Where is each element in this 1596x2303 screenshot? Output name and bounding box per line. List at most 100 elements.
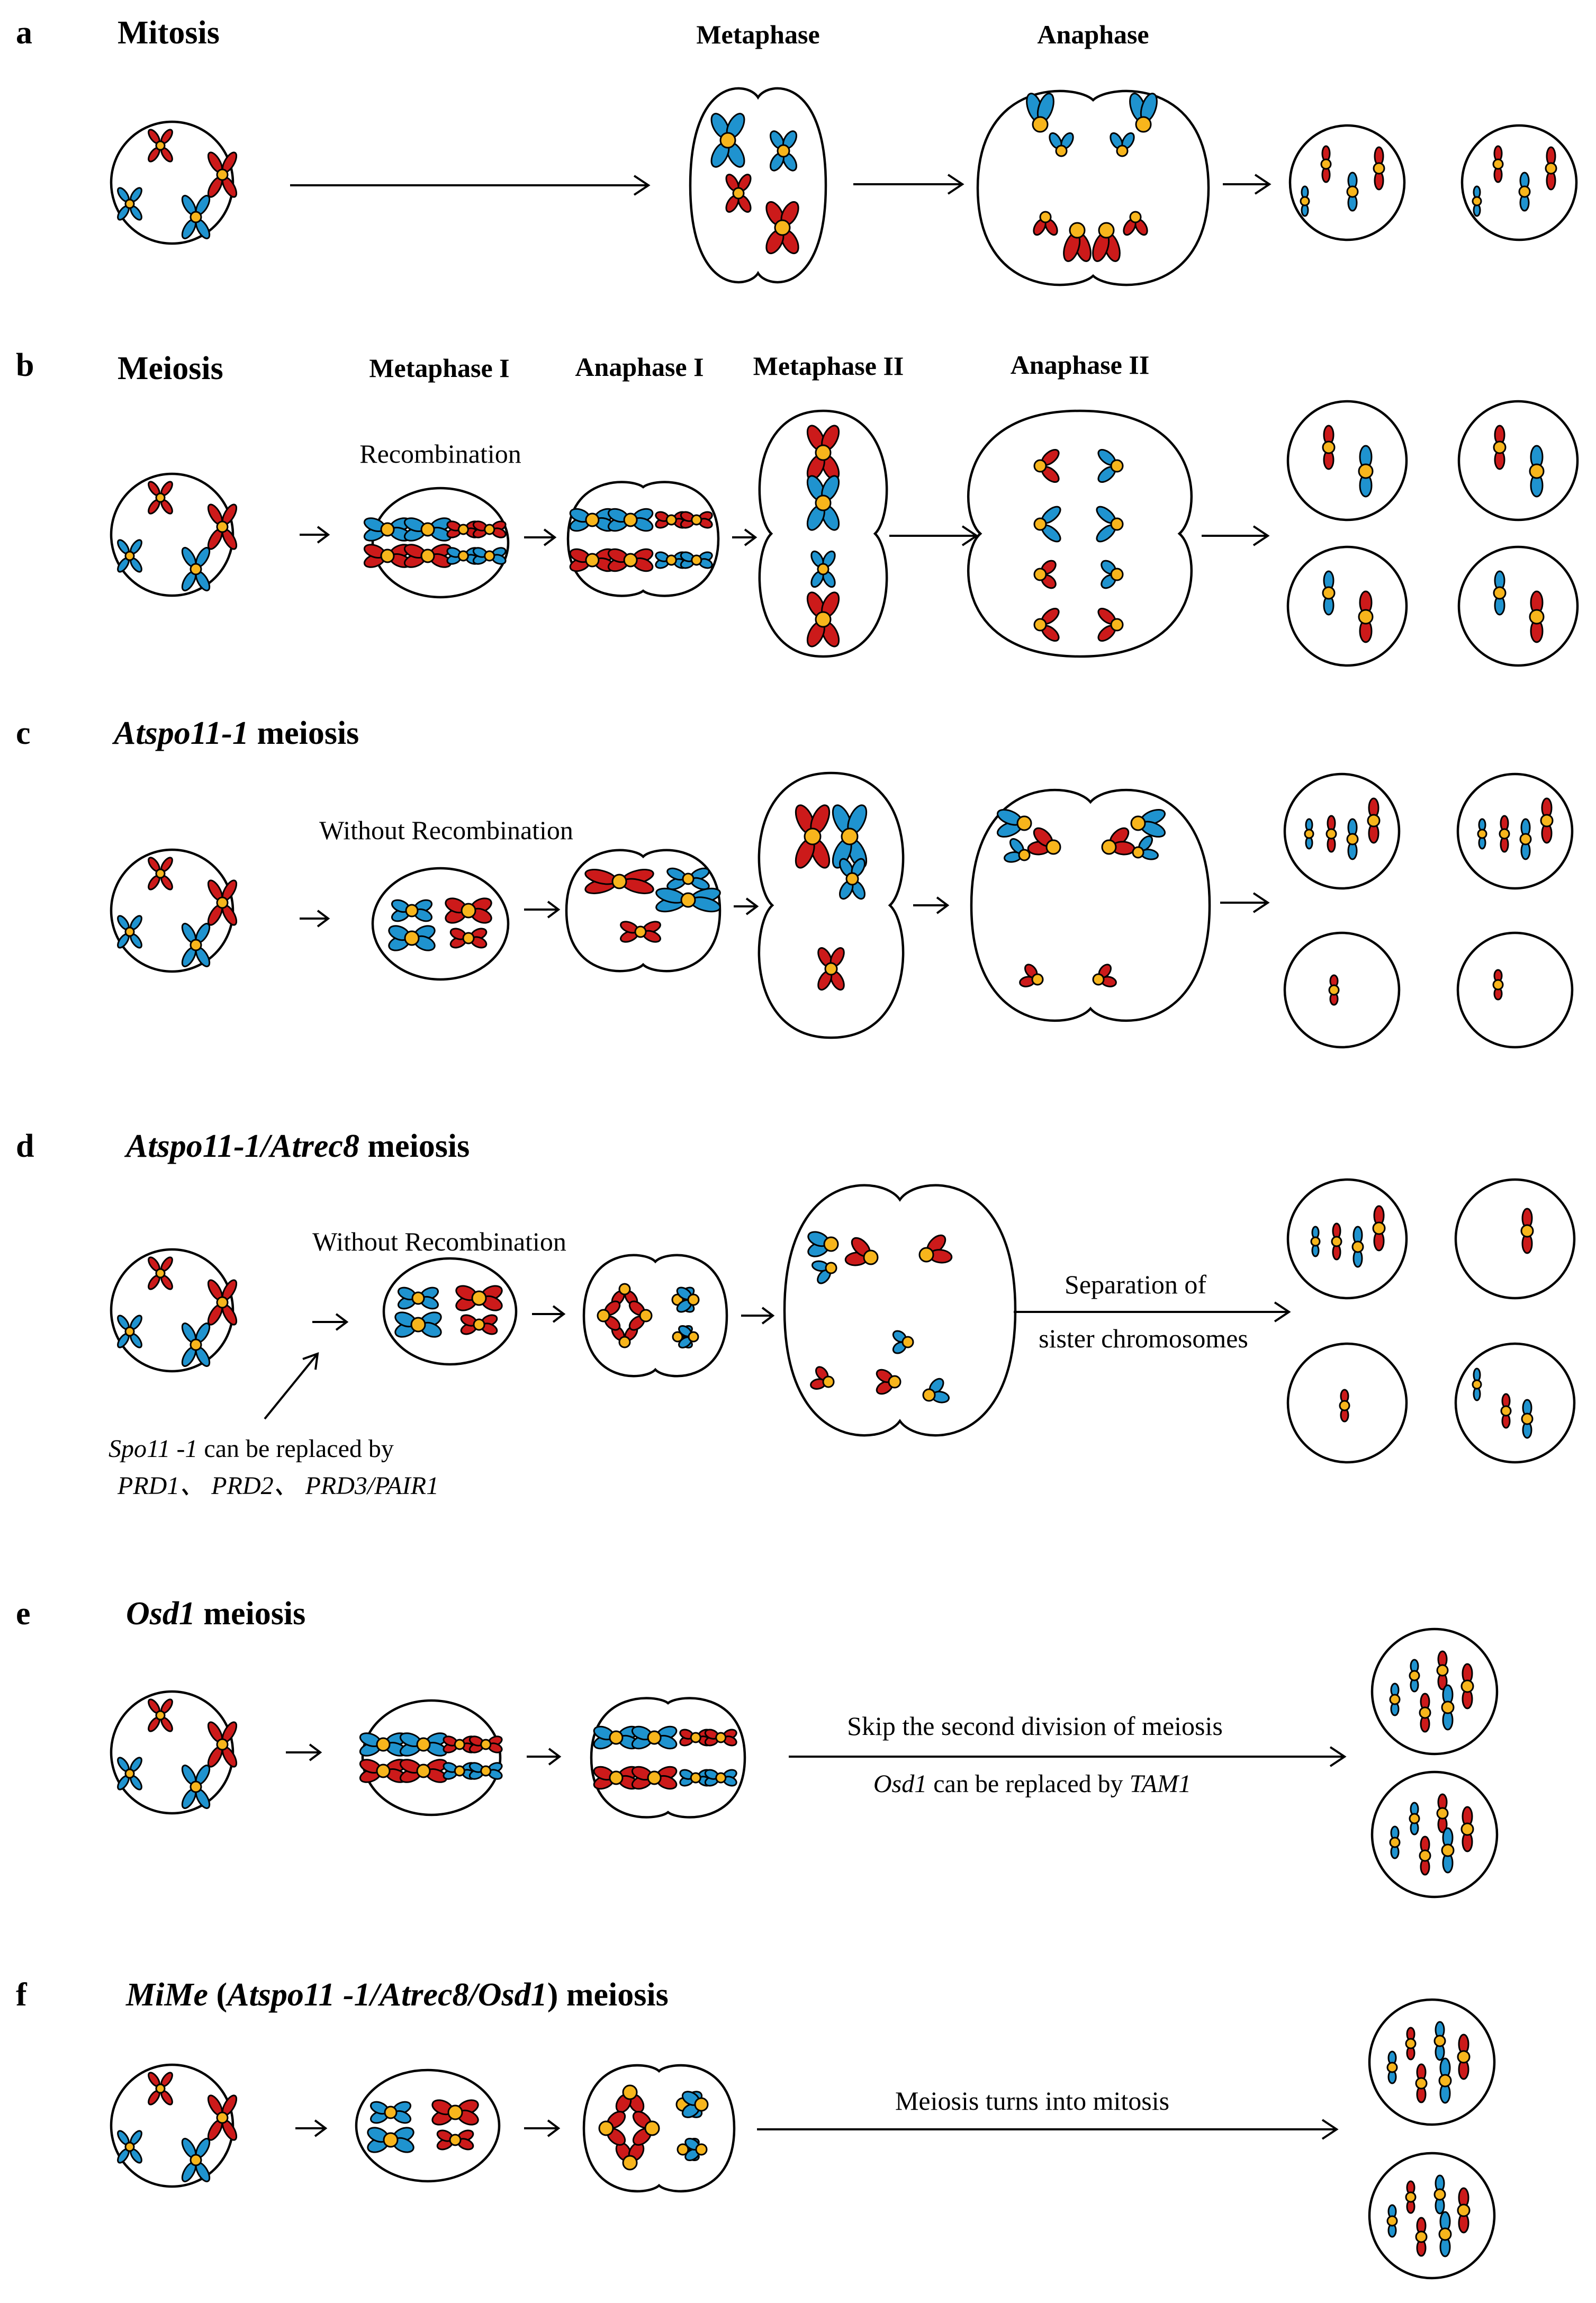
centromere [1033,459,1047,473]
centromere [216,520,229,533]
centromere [1521,1413,1534,1425]
cell-e-gamete-2 [1370,1770,1499,1899]
centromere [380,548,395,563]
panel-e-arrow-text: Skip the second division of meiosis [847,1711,1223,1741]
centromere [190,2154,202,2166]
centromere [155,492,166,503]
centromere [1492,979,1504,991]
centromere [1493,440,1507,454]
centromere [1130,815,1146,831]
arrow-e-1 [286,1743,322,1761]
centromere [1031,973,1044,986]
centromere [405,904,419,917]
centromere [1540,814,1554,827]
centromere [634,925,647,938]
chromosomes-e-anaphase-1 [593,1725,737,1790]
centromere [609,1730,624,1745]
centromere [623,553,638,568]
centromere [817,563,829,575]
centromere [774,219,791,236]
centromere [454,1739,465,1750]
centromere [1419,1706,1431,1719]
centromere [715,1732,727,1743]
centromere [1441,1843,1455,1857]
centromere [484,550,495,562]
chromosomes-b-anaphase-1 [569,508,713,572]
centromere [618,1283,631,1296]
centromere [1110,618,1124,632]
centromere [1492,158,1504,170]
chromosomes-f-start [117,2072,238,2182]
chromosomes-f-gametes [1386,2021,1471,2257]
centromere [1389,1694,1401,1705]
centromere [124,199,135,209]
centromere [1433,2188,1446,2201]
centromere [682,872,695,885]
panel-e-title: Osd1 meiosis [126,1596,305,1632]
centromere [1460,1822,1474,1836]
centromere [1016,815,1032,831]
chromosomes-b-gametes [1322,425,1545,643]
chromosomes-b-metaphase-2 [806,425,840,647]
panel-b-stage-anaphase-2: Anaphase II [1011,350,1150,380]
centromere [155,1268,166,1279]
cell-b-anaphase-1 [566,481,720,597]
arrow-f-1 [295,2119,328,2137]
centromere [688,1331,699,1343]
cell-f-gamete-1 [1368,1998,1496,2126]
centromere [190,939,202,951]
centromere [1372,1221,1386,1235]
centromere [1518,185,1531,198]
centromere [719,132,736,149]
panel-e: e Osd1 meiosis Skip the second division … [16,1596,1499,1899]
panel-e-sub-gene-1: Osd1 [873,1770,927,1798]
centromere [1499,828,1510,840]
arrow-f-3 [757,2119,1339,2140]
centromere [1033,568,1047,581]
panel-a-title: Mitosis [118,15,220,51]
panel-d-title-rest: meiosis [359,1128,470,1164]
panel-b-title: Meiosis [118,350,223,386]
centromere [480,1739,492,1750]
cell-f-metaphase-1 [355,2068,501,2183]
chromosomes-f-anaphase-1 [598,2084,709,2171]
centromere [155,140,166,151]
centromere [1367,814,1381,827]
centromere [690,1772,701,1784]
centromere [777,144,790,158]
panel-f: f MiMe (Atspo11 -1/Atrec8/Osd1) meiosis … [16,1977,1496,2280]
cell-b-metaphase-1 [371,487,510,599]
centromere [815,444,832,461]
centromere [618,1336,631,1348]
centromere [694,2097,709,2112]
centromere [691,514,702,526]
centromere [677,2143,689,2156]
centromere [622,2084,638,2100]
panel-c-without-recombination-label: Without Recombination [319,815,573,845]
centromere [380,522,395,537]
cell-b-anaphase-2 [967,409,1193,658]
cell-b-gamete-3 [1286,545,1408,667]
centromere [216,2111,229,2124]
centromere [609,1770,624,1785]
centromere [824,962,838,976]
centromere [411,1291,425,1305]
panel-b-recombination-label: Recombination [359,439,521,469]
centromere [888,1375,901,1389]
panel-c: c Atspo11-1 meiosis Without Recombinatio… [16,715,1574,1049]
panel-d-without-recombination-label: Without Recombination [312,1227,566,1256]
centromere [1032,116,1049,133]
chromosomes-c-start [117,857,238,967]
centromere [1328,984,1340,996]
arrow-b-5 [1202,525,1270,546]
chromosomes-d-anaphase-2 [807,1231,953,1404]
centromere [680,892,696,908]
centromere [1110,459,1124,473]
centromere [845,872,859,886]
centromere [124,1768,135,1779]
centromere [1545,162,1557,175]
centromere [1389,1837,1401,1848]
centromere [1310,1236,1321,1247]
arrow-d-footnote [264,1352,319,1420]
panel-d-title: Atspo11-1/Atrec8 meiosis [124,1128,470,1164]
